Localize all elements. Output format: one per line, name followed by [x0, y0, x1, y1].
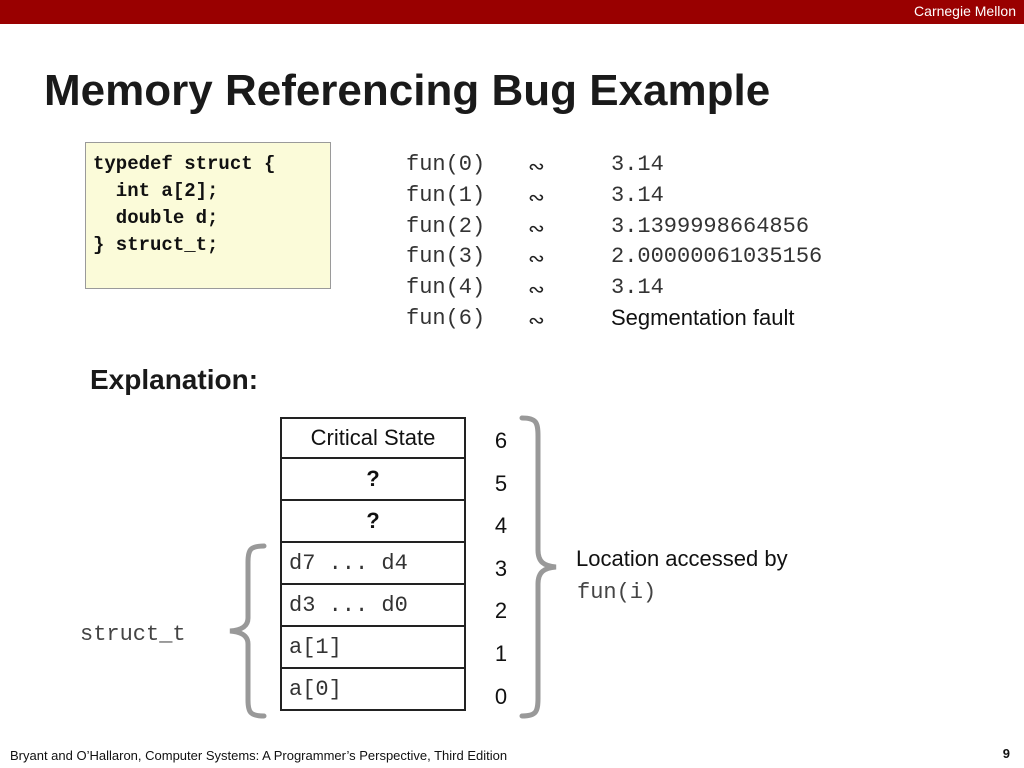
explanation-heading: Explanation: — [90, 364, 259, 395]
location-label: Location accessed by — [576, 546, 788, 571]
result-call: fun(3) — [406, 244, 486, 269]
result-value: 3.14 — [611, 183, 664, 208]
left-brace-icon — [229, 543, 267, 719]
memory-index: 0 — [494, 684, 508, 709]
memory-layout-table: Critical State ? ? d7 ... d4 d3 ... d0 a… — [280, 417, 466, 711]
memory-index: 2 — [494, 598, 508, 623]
code-box: typedef struct { int a[2]; double d; } s… — [85, 142, 331, 289]
memory-cell: a[0] — [280, 669, 466, 711]
location-code: fun(i) — [577, 580, 657, 605]
result-call: fun(4) — [406, 275, 486, 300]
result-call: fun(6) — [406, 306, 486, 331]
memory-cell: d7 ... d4 — [280, 543, 466, 585]
result-call: fun(1) — [406, 183, 486, 208]
slide-title: Memory Referencing Bug Example — [44, 66, 771, 115]
result-arrow-icon: ∾ — [528, 246, 545, 270]
memory-index: 1 — [494, 641, 508, 666]
struct-label: struct_t — [80, 622, 186, 647]
memory-index: 5 — [494, 471, 508, 496]
memory-cell: a[1] — [280, 627, 466, 669]
right-brace-icon — [519, 415, 557, 719]
result-value: 2.00000061035156 — [611, 244, 823, 269]
result-value: 3.14 — [611, 152, 664, 177]
code-line: } struct_t; — [93, 234, 219, 256]
memory-cell: ? — [280, 459, 466, 501]
code-line: double d; — [93, 207, 219, 229]
code-line: typedef struct { — [93, 153, 276, 175]
result-arrow-icon: ∾ — [528, 277, 545, 301]
result-value: 3.1399998664856 — [611, 214, 810, 239]
result-arrow-icon: ∾ — [528, 185, 545, 209]
memory-cell: Critical State — [280, 417, 466, 459]
page-number: 9 — [1002, 746, 1010, 761]
code-line: int a[2]; — [93, 180, 219, 202]
result-call: fun(2) — [406, 214, 486, 239]
memory-cell: ? — [280, 501, 466, 543]
footer-citation: Bryant and O’Hallaron, Computer Systems:… — [10, 748, 508, 763]
result-value: 3.14 — [611, 275, 664, 300]
memory-cell: d3 ... d0 — [280, 585, 466, 627]
result-call: fun(0) — [406, 152, 486, 177]
org-name: Carnegie Mellon — [914, 3, 1016, 19]
result-arrow-icon: ∾ — [528, 308, 545, 332]
header-bar: Carnegie Mellon — [0, 0, 1024, 24]
result-value: Segmentation fault — [611, 305, 795, 330]
memory-index: 6 — [494, 428, 508, 453]
memory-index: 3 — [494, 556, 508, 581]
result-arrow-icon: ∾ — [528, 154, 545, 178]
result-arrow-icon: ∾ — [528, 216, 545, 240]
memory-index: 4 — [494, 513, 508, 538]
